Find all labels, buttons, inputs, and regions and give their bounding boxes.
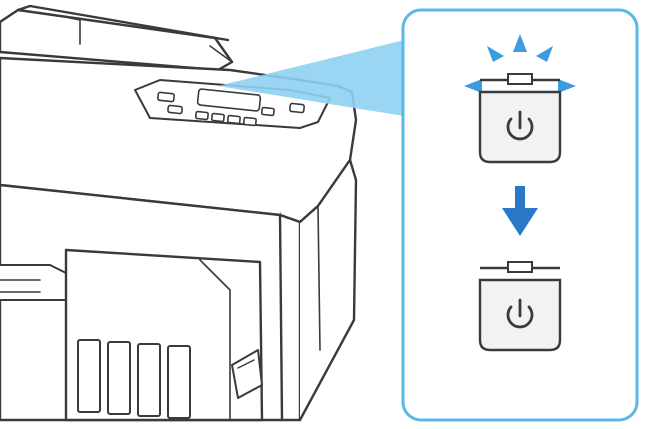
power-button-flashing-state	[464, 34, 576, 164]
down-arrow-icon	[502, 186, 538, 236]
callout-pointer	[218, 40, 404, 116]
power-icon	[506, 298, 534, 329]
operation-panel-buttons	[157, 88, 305, 127]
power-button-off-state	[478, 261, 562, 352]
power-icon	[506, 110, 534, 141]
power-button	[478, 90, 562, 164]
led-flash-rays	[464, 34, 576, 93]
power-button	[478, 278, 562, 352]
printer	[0, 4, 358, 422]
